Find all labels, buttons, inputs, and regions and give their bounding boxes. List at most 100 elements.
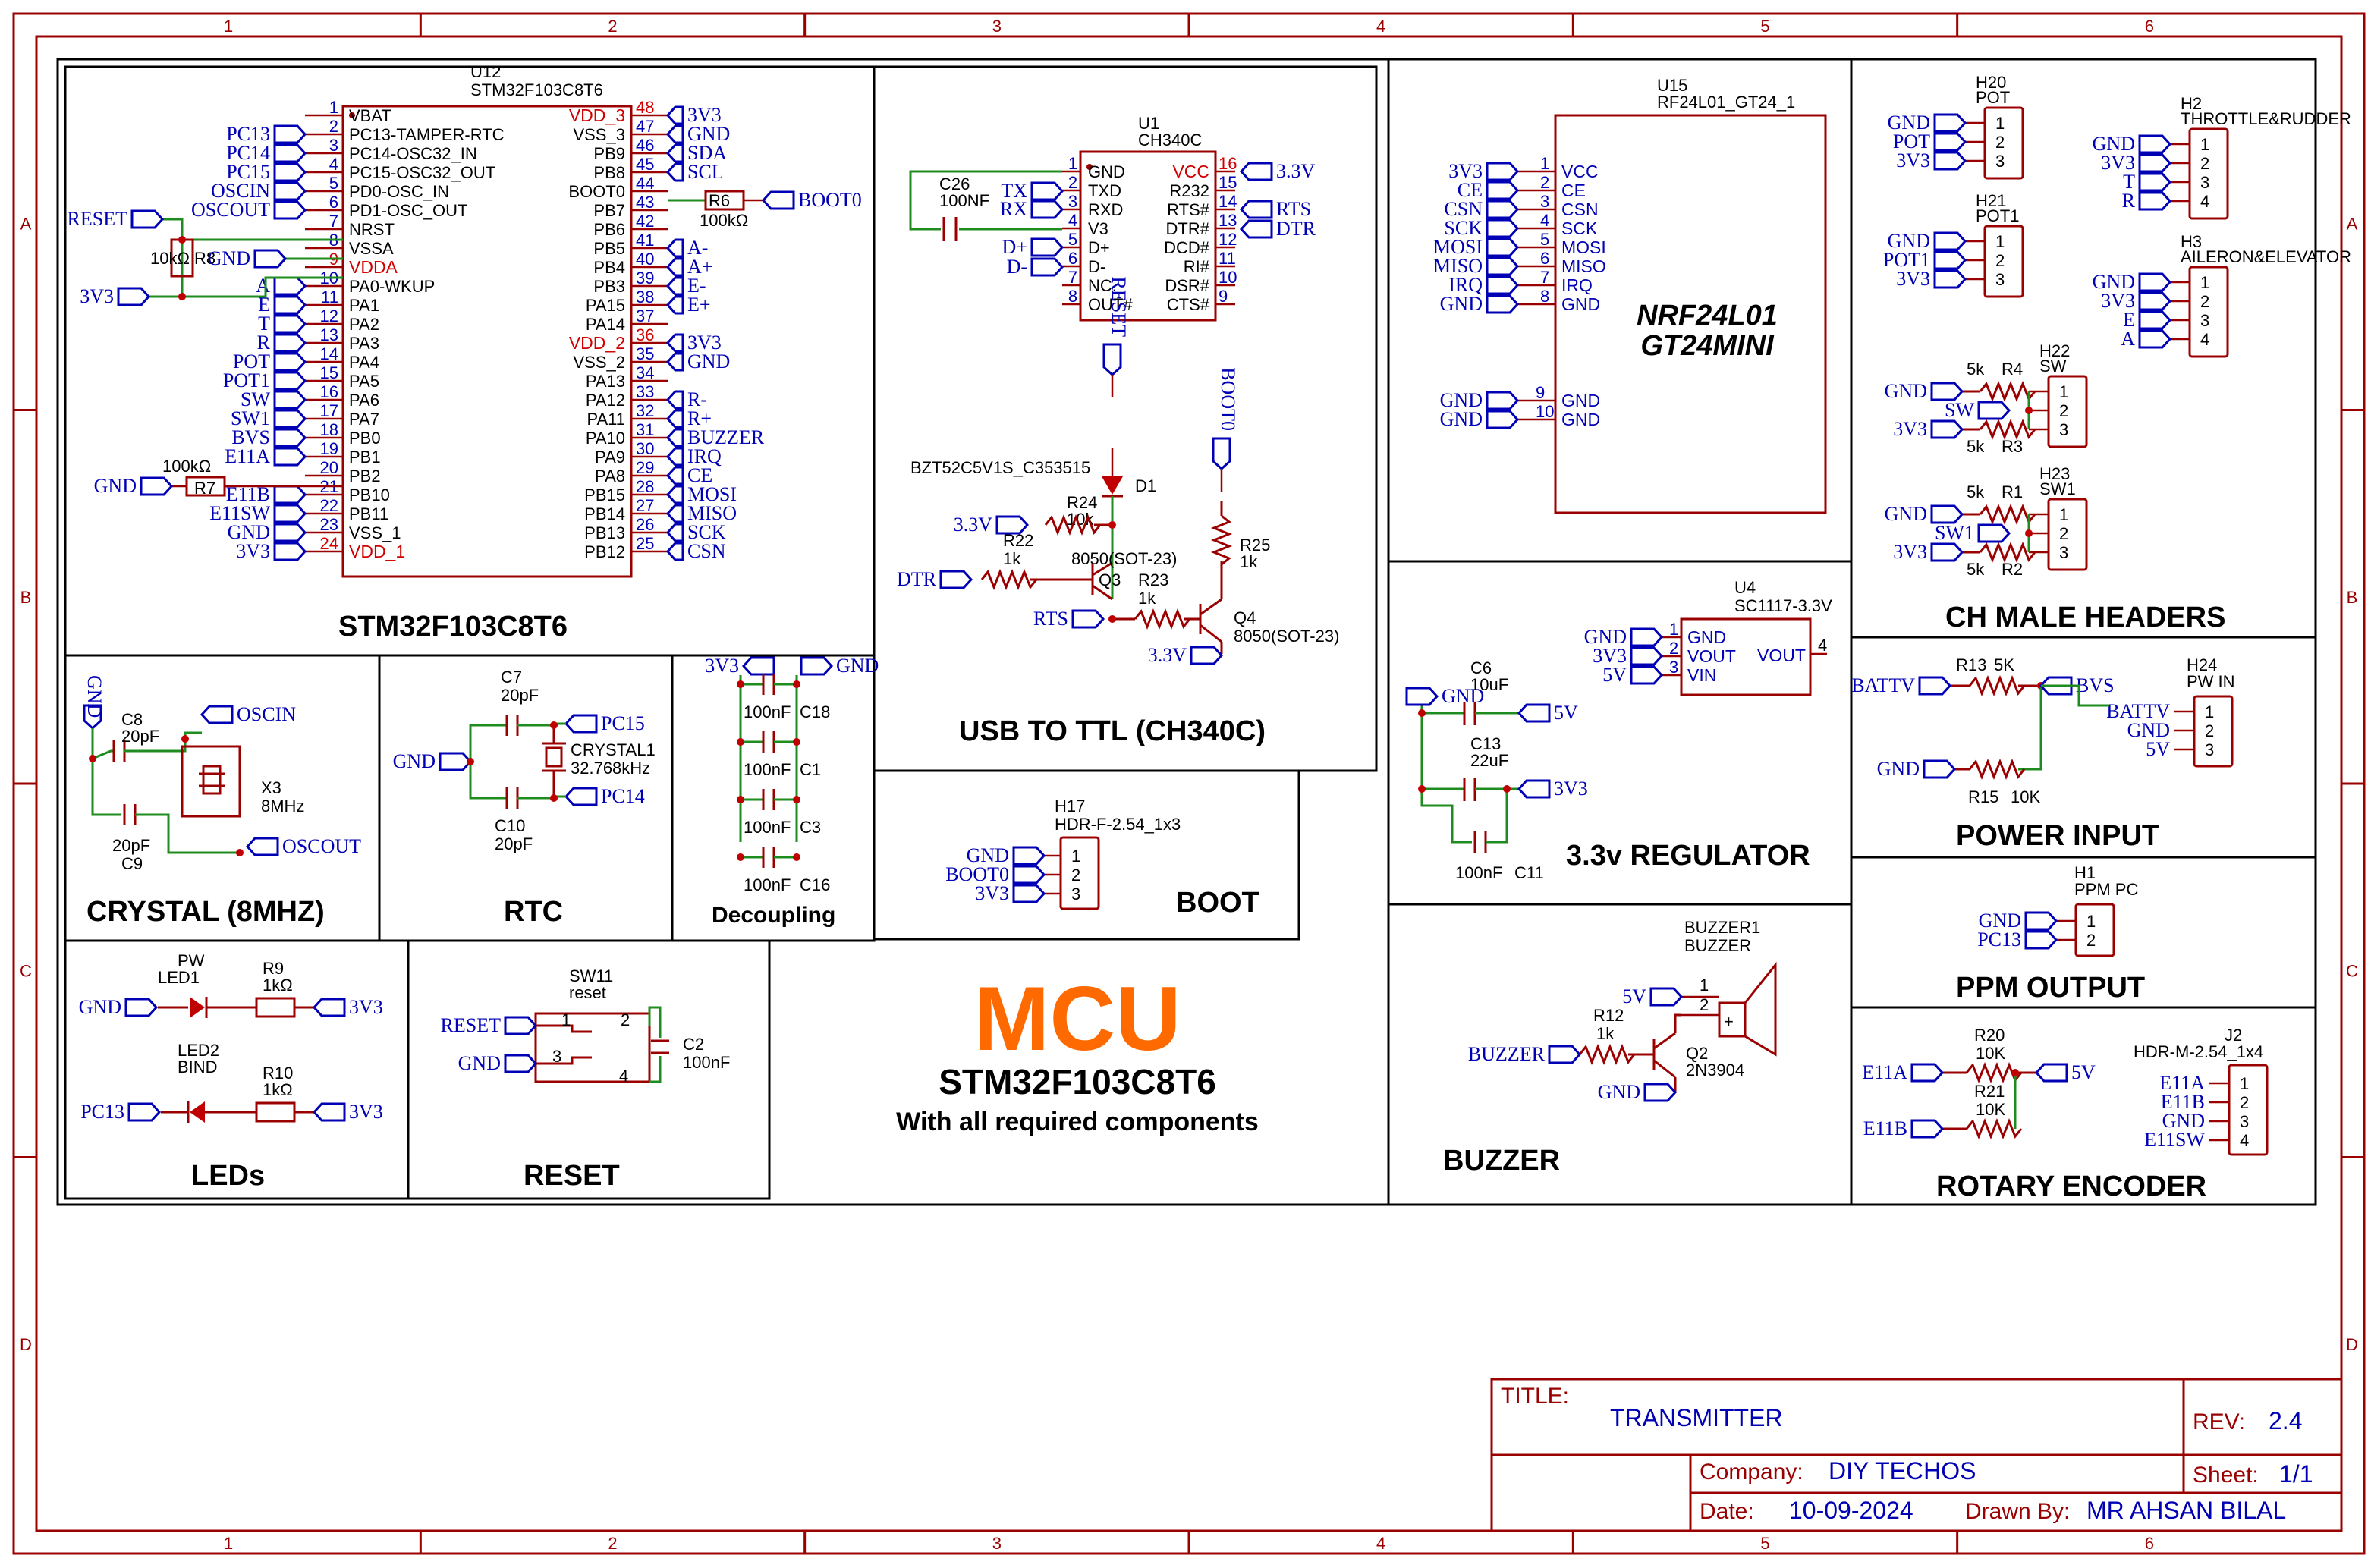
r6-val: 100kΩ — [700, 211, 748, 230]
svg-text:A+: A+ — [687, 256, 712, 278]
svg-text:3: 3 — [1071, 885, 1080, 903]
net-flag-dtr: DTR — [1239, 218, 1316, 240]
svg-text:V3: V3 — [1088, 219, 1108, 238]
svg-text:PB2: PB2 — [349, 467, 381, 485]
svg-text:PB12: PB12 — [584, 542, 625, 561]
r21-ref: R21 — [1974, 1082, 2005, 1101]
svg-text:CSN: CSN — [1561, 200, 1599, 219]
svg-text:PB3: PB3 — [593, 277, 625, 296]
net-flag-rx: RX — [1000, 198, 1064, 220]
svg-text:SCK: SCK — [1561, 218, 1598, 238]
net-label: 3V3 — [349, 996, 383, 1018]
svg-text:4: 4 — [1540, 211, 1549, 230]
svg-text:22: 22 — [320, 496, 338, 515]
svg-text:PD1-OSC_OUT: PD1-OSC_OUT — [349, 201, 467, 220]
net-flag-boot0: BOOT0 — [761, 189, 862, 211]
u1-part: CH340C — [1138, 130, 1202, 149]
svg-text:1: 1 — [2200, 273, 2209, 292]
x3-val: 8MHz — [261, 797, 304, 815]
svg-text:38: 38 — [636, 288, 654, 306]
svg-text:GND: GND — [1440, 408, 1483, 430]
mcu-banner: MCU STM32F103C8T6 With all required comp… — [896, 968, 1259, 1136]
svg-text:16: 16 — [1219, 154, 1237, 173]
svg-text:GND: GND — [1888, 230, 1930, 252]
net-flag-3v3: 3V3 — [80, 285, 151, 307]
svg-text:E+: E+ — [687, 294, 711, 316]
net-label: RESET — [68, 208, 128, 230]
net-flag-pc15: PC15 — [564, 712, 645, 734]
svg-text:CE: CE — [1561, 181, 1586, 200]
banner-chip: STM32F103C8T6 — [939, 1062, 1216, 1101]
net-label: 5V — [1554, 702, 1578, 724]
svg-text:PA12: PA12 — [586, 391, 625, 410]
svg-text:2: 2 — [621, 1010, 630, 1029]
net-label: 3V3 — [80, 285, 114, 307]
svg-text:12: 12 — [1219, 230, 1237, 249]
net-flag-3-3v: 3.3V — [954, 514, 1030, 536]
svg-text:RTS#: RTS# — [1167, 200, 1210, 219]
svg-text:SW1: SW1 — [231, 407, 270, 429]
net-flag-oscin: OSCIN — [200, 703, 296, 725]
u15-part: RF24L01_GT24_1 — [1657, 93, 1795, 112]
svg-text:41: 41 — [636, 231, 654, 250]
svg-text:PB10: PB10 — [349, 485, 390, 504]
svg-text:BATTV: BATTV — [2106, 700, 2170, 722]
svg-text:E11A: E11A — [2159, 1072, 2205, 1094]
net-label: 3V3 — [349, 1101, 383, 1123]
svg-text:PC15: PC15 — [226, 161, 270, 183]
svg-text:SW1: SW1 — [2039, 479, 2076, 498]
svg-text:BUZZER: BUZZER — [687, 426, 765, 448]
c2-val: 100nF — [683, 1053, 730, 1072]
sheet-label: Sheet: — [2193, 1463, 2259, 1488]
svg-text:PA15: PA15 — [586, 296, 625, 315]
svg-text:GND: GND — [1561, 294, 1600, 314]
svg-text:DCD#: DCD# — [1164, 238, 1210, 257]
h24-pin-3: 35V — [2146, 738, 2214, 760]
net-label: RESET — [441, 1014, 502, 1036]
ruler-col-bottom: 6 — [2145, 1534, 2154, 1553]
svg-text:H23: H23 — [2039, 464, 2070, 483]
svg-text:PB7: PB7 — [593, 201, 625, 220]
svg-text:3V3: 3V3 — [1448, 160, 1483, 182]
svg-text:RESET: RESET — [1108, 277, 1130, 338]
svg-text:5V: 5V — [2146, 738, 2170, 760]
svg-text:MOSI: MOSI — [1433, 236, 1483, 258]
date-label: Date: — [1700, 1499, 1754, 1524]
net-flag-reset: RESET — [441, 1014, 538, 1036]
svg-text:H20: H20 — [1976, 73, 2006, 92]
svg-text:4: 4 — [1068, 211, 1077, 230]
c9-val: 20pF — [112, 836, 150, 855]
svg-text:SCK: SCK — [1444, 217, 1483, 239]
net-label: PC14 — [601, 785, 645, 807]
svg-text:5: 5 — [1068, 230, 1077, 249]
net-label: OSCOUT — [282, 835, 361, 857]
svg-text:1: 1 — [2059, 382, 2068, 401]
svg-text:R-: R- — [687, 388, 707, 410]
svg-text:12: 12 — [320, 306, 338, 325]
net-label: PC15 — [601, 712, 645, 734]
x3-ref: X3 — [261, 778, 281, 797]
c13-val: 22uF — [1470, 751, 1508, 770]
svg-text:34: 34 — [636, 363, 654, 382]
svg-text:CE: CE — [1458, 179, 1483, 201]
svg-text:1: 1 — [2086, 912, 2096, 931]
q2-ref: Q2 — [1686, 1044, 1708, 1063]
